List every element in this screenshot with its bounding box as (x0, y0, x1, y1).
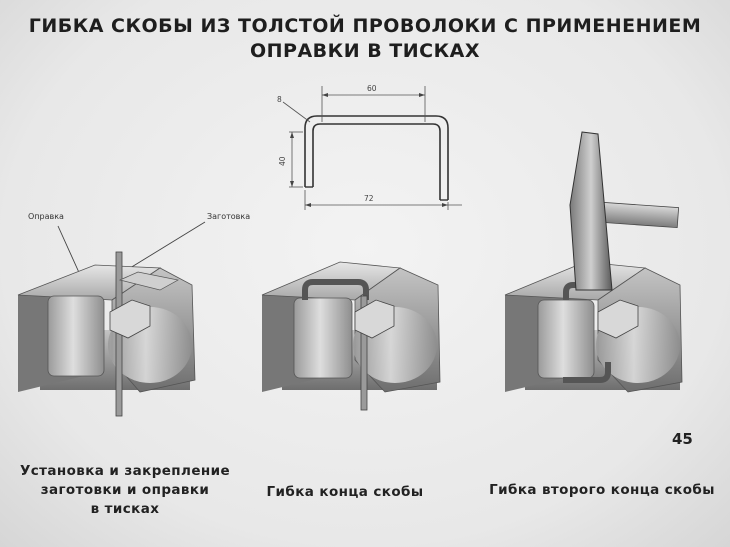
title-line-2: ОПРАВКИ В ТИСКАХ (250, 40, 480, 62)
caption-step-1: Установка и закрепление заготовки и опра… (19, 463, 231, 517)
caption-step-2: Гибка конца скобы (266, 484, 424, 500)
hammer-head (569, 131, 613, 291)
caption-step-3: Гибка второго конца скобы (489, 482, 715, 498)
label-mandrel: Оправка (28, 212, 64, 221)
page-number: 45 (672, 430, 693, 448)
label-blank: Заготовка (207, 212, 250, 221)
hammer-handle (598, 201, 680, 229)
dim-inner-width: 60 (367, 84, 377, 93)
staple-outer-outline (304, 115, 449, 200)
dim-thickness: 8 (277, 95, 282, 104)
dim-outer-width: 72 (364, 194, 374, 203)
staple-drawing: 60 8 40 72 (277, 84, 462, 210)
title-line-1: ГИБКА СКОБЫ ИЗ ТОЛСТОЙ ПРОВОЛОКИ С ПРИМЕ… (28, 15, 702, 37)
dim-height: 40 (278, 156, 287, 166)
staple-inner-outline (312, 123, 441, 200)
vise-step-3 (504, 131, 683, 393)
vise-step-2 (261, 261, 441, 411)
vise-step-1 (17, 251, 196, 417)
page-title: ГИБКА СКОБЫ ИЗ ТОЛСТОЙ ПРОВОЛОКИ С ПРИМЕ… (0, 14, 730, 64)
